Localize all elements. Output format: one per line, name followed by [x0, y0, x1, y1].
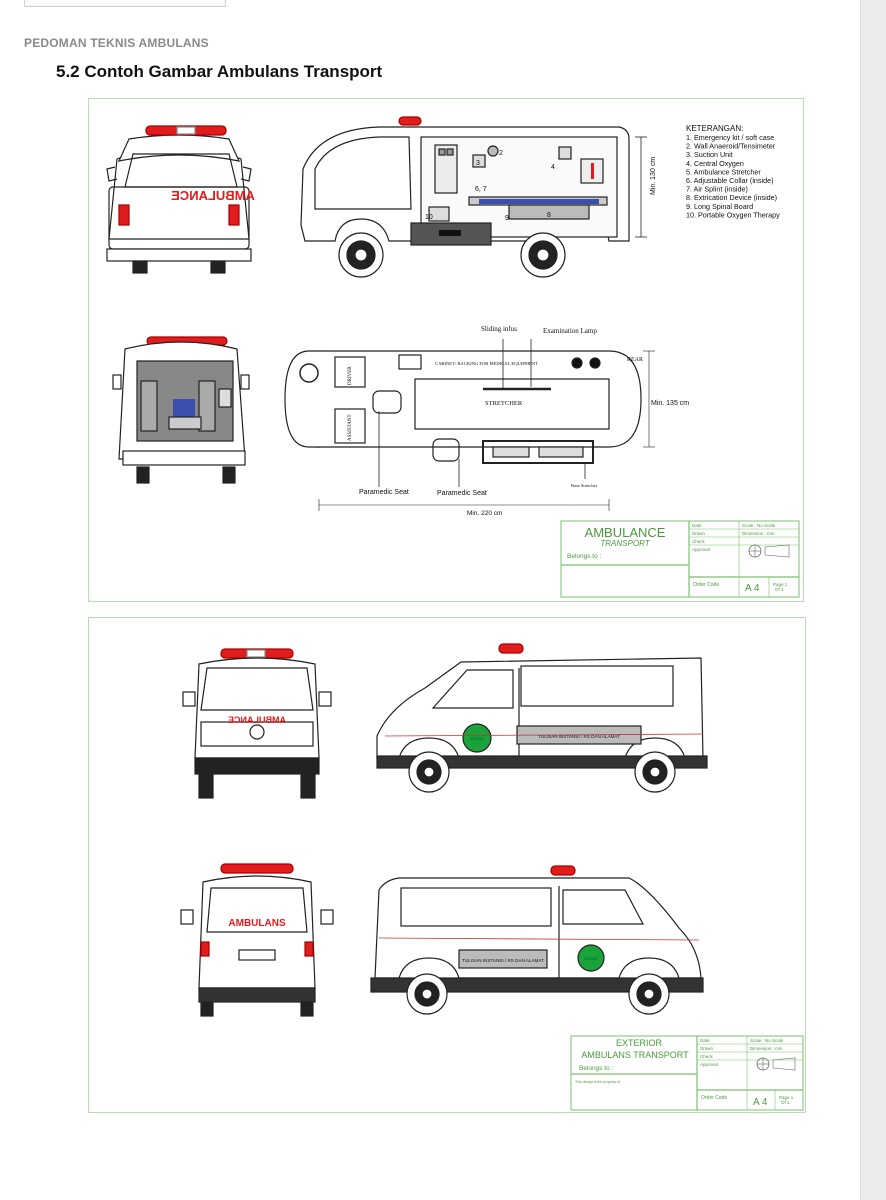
label-examination-lamp: Examination Lamp — [543, 327, 597, 335]
label-stretcher: STRETCHER — [485, 400, 523, 407]
title-block-of: Of 1 — [781, 1100, 790, 1105]
document-page: PEDOMAN TEKNIS AMBULANS 5.2 Contoh Gamba… — [0, 0, 860, 1200]
interior-drawing-sheet: AMBULANCE KETERANGAN: 1. Emergency kit /… — [88, 98, 804, 602]
label-cabinet: CABINET/ RACKING FOR MEDICAL EQUIPMENT — [435, 361, 538, 366]
item-number-3: 3 — [476, 160, 480, 167]
rear-ambulans-text: AMBULANS — [228, 918, 286, 929]
title-block-order-code: Order Code — [693, 582, 719, 588]
front-view-van — [182, 648, 332, 799]
item-number-10: 10 — [425, 214, 433, 221]
label-width: Min. 135 cm — [651, 400, 689, 407]
item-number-8: 8 — [547, 212, 551, 219]
item-number-6-7: 6, 7 — [475, 186, 487, 193]
title-block-size: A 4 — [745, 583, 760, 594]
title-block-order-code: Order Code — [701, 1095, 727, 1101]
legend-item: 2. Wall Anaeroid/Tensimeter — [686, 142, 776, 151]
rear-ambulance-text: AMBULANCE — [171, 188, 255, 203]
title-block-title: AMBULANCE — [585, 525, 666, 540]
viewer-scroll-gutter[interactable] — [860, 0, 886, 1200]
title-block-dimension: Dimension : mm — [750, 1046, 783, 1051]
legend-item: 8. Extrication Device (inside) — [686, 193, 777, 202]
height-dimension: Min. 130 cm — [650, 157, 657, 195]
label-paramedic-seat-2: Paramedic Seat — [437, 490, 487, 497]
floor-plan — [284, 339, 655, 511]
side-panel-text-left: TULISAN INSTANSI / RS DAN ALAMAT — [462, 958, 544, 963]
exterior-drawing-sheet: AMBULANCE AMBULANS TULISAN INSTANSI / RS… — [88, 617, 806, 1113]
title-block-page: Page 1 — [773, 582, 788, 587]
label-assistant: ASSISTANT — [348, 414, 353, 441]
running-head: PEDOMAN TEKNIS AMBULANS — [24, 36, 209, 50]
side-view-left — [370, 865, 704, 1015]
front-ambulance-text: AMBULANCE — [228, 715, 286, 725]
title-block-belongs: Belongs to : — [579, 1065, 614, 1072]
label-length: Min. 220 cm — [467, 510, 502, 517]
title-block-page: Page 1 — [779, 1095, 794, 1100]
legend-item: 4. Central Oxygen — [686, 159, 744, 168]
title-block-scale: Scale : No Scale — [742, 523, 776, 528]
legend-item: 9. Long Spinal Board — [686, 202, 753, 211]
label-base-stretcher: Base Stretcher — [571, 483, 598, 488]
legend-item: 5. Ambulance Stretcher — [686, 167, 761, 176]
legend-item: 10. Portable Oxygen Therapy — [686, 210, 780, 219]
section-title: 5.2 Contoh Gambar Ambulans Transport — [56, 62, 383, 81]
title-block-title-line1: EXTERIOR — [616, 1038, 663, 1048]
title-block-exterior — [570, 1035, 804, 1111]
legend-item: 1. Emergency kit / soft case — [686, 133, 774, 142]
title-block-belongs: Belongs to : — [567, 553, 602, 560]
title-block-approval: Approval — [692, 547, 710, 552]
title-block-size: A 4 — [753, 1097, 768, 1108]
legend-title: KETERANGAN: — [686, 124, 743, 133]
title-block-check: Check — [692, 539, 706, 544]
item-number-2: 2 — [499, 150, 503, 157]
label-paramedic-seat-1: Paramedic Seat — [359, 489, 409, 496]
title-block-interior — [560, 520, 800, 598]
title-block-dimension: Dimension : mm — [742, 531, 775, 536]
logo-text-right: LOGO — [470, 736, 484, 741]
title-block-note: This design is the property of — [575, 1080, 620, 1084]
label-sliding-infus: Sliding infus — [481, 325, 517, 333]
page-top-edge — [24, 0, 226, 7]
rear-view-exterior — [180, 863, 334, 1017]
title-block-title-line2: AMBULANS TRANSPORT — [581, 1050, 689, 1060]
title-block-of: Of 1 — [775, 587, 784, 592]
title-block-subtitle: TRANSPORT — [600, 539, 650, 548]
title-block-check: Check — [700, 1054, 714, 1059]
rear-open-view — [112, 336, 250, 484]
title-block-date: Date — [692, 523, 702, 528]
legend-item: 7. Air Splint (inside) — [686, 185, 748, 194]
side-view-right — [376, 643, 708, 793]
title-block-drawn: Drawn — [700, 1046, 714, 1051]
title-block-drawn: Drawn — [692, 531, 706, 536]
title-block-approval: Approval — [700, 1062, 718, 1067]
label-rear: REAR — [627, 357, 643, 363]
logo-text-left: LOGO — [584, 956, 598, 961]
item-number-4: 4 — [551, 164, 555, 171]
rear-view-van — [106, 125, 252, 274]
legend-item: 3. Suction Unit — [686, 150, 733, 159]
label-driver: DRIVER — [348, 366, 353, 385]
title-block-date: Date — [700, 1038, 710, 1043]
side-panel-text-right: TULISAN INSTANSI / RS DAN ALAMAT — [538, 734, 620, 739]
legend-item: 6. Adjustable Collar (inside) — [686, 176, 774, 185]
item-number-9: 9 — [505, 215, 509, 222]
title-block-scale: Scale : No Scale — [750, 1038, 784, 1043]
side-view-cutaway — [300, 116, 647, 278]
